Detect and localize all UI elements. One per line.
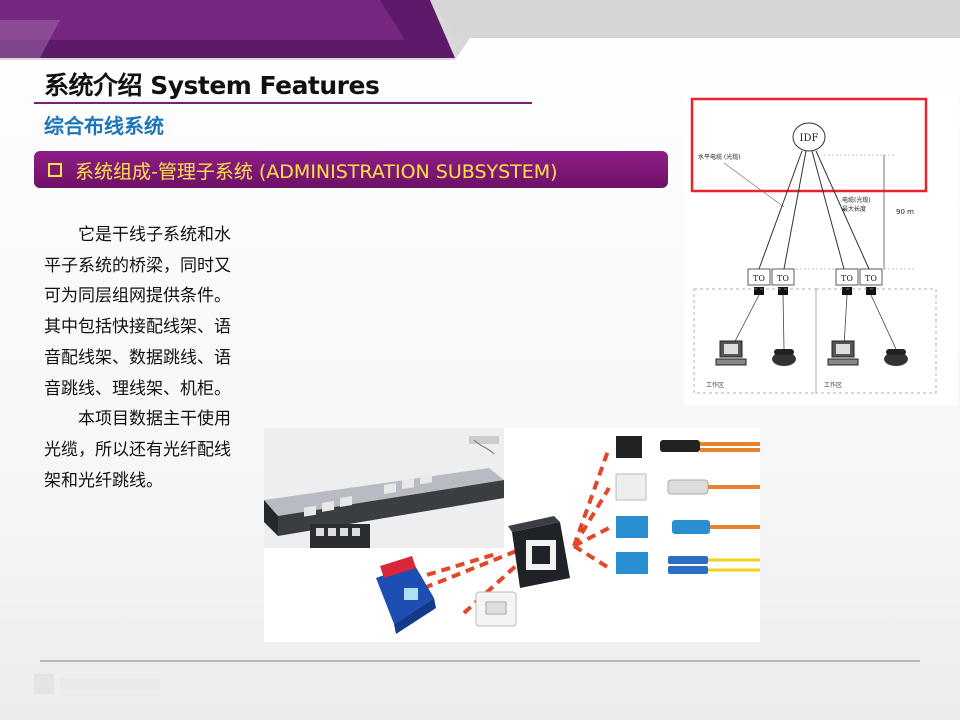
footer-logo bbox=[34, 674, 160, 694]
fiber-module-image bbox=[508, 516, 570, 588]
horizontal-cable-label: 水平电缆 (光缆) bbox=[698, 153, 741, 161]
work-area-label: 工作区 bbox=[824, 381, 842, 389]
computer-icon bbox=[827, 340, 859, 366]
outlet-label: TO bbox=[777, 274, 789, 283]
diagram-highlight-frame bbox=[690, 97, 928, 193]
outlet-label: TO bbox=[865, 274, 877, 283]
body-text: 它是干线子系统和水平子系统的桥梁，同时又可为同层组网提供条件。其中包括快接配线架… bbox=[44, 220, 244, 496]
page-title: 系统介绍 System Features bbox=[44, 71, 380, 100]
work-area-label: 工作区 bbox=[706, 381, 724, 389]
outlet-label: TO bbox=[841, 274, 853, 283]
body-paragraph-1: 它是干线子系统和水平子系统的桥梁，同时又可为同层组网提供条件。其中包括快接配线架… bbox=[44, 225, 231, 399]
title-divider bbox=[34, 102, 532, 104]
max-length-label-2: 最大长度 bbox=[842, 205, 866, 213]
body-paragraph-2: 本项目数据主干使用光缆，所以还有光纤配线架和光纤跳线。 bbox=[44, 409, 231, 491]
page-subtitle: 综合布线系统 bbox=[44, 114, 164, 138]
footer-divider bbox=[40, 660, 920, 662]
work-area-frame bbox=[693, 288, 817, 394]
computer-icon bbox=[715, 340, 747, 366]
keystone-jack-image bbox=[376, 556, 436, 634]
distance-label: 90 m bbox=[896, 208, 914, 216]
max-length-label-1: 电缆(光缆) bbox=[842, 196, 871, 204]
section-heading: 系统组成-管理子系统 (ADMINISTRATION SUBSYSTEM) bbox=[75, 161, 558, 183]
cabling-diagram: IDF 90 m 电缆(光缆) 最大长度 水平电缆 (光缆) TO TO TO … bbox=[684, 97, 958, 405]
hardware-photo bbox=[264, 428, 760, 642]
outlet-box bbox=[747, 268, 771, 286]
connection-lines bbox=[383, 447, 611, 615]
telephone-icon bbox=[772, 349, 796, 366]
fiber-connector-images bbox=[615, 436, 760, 574]
outlet-box bbox=[771, 268, 795, 286]
outlet-box bbox=[859, 268, 883, 286]
section-heading-bar: 系统组成-管理子系统 (ADMINISTRATION SUBSYSTEM) bbox=[34, 151, 668, 188]
telephone-icon bbox=[884, 349, 908, 366]
bullet-square-icon bbox=[48, 163, 62, 177]
faceplate-image bbox=[475, 591, 517, 627]
work-area-frame bbox=[815, 288, 937, 394]
outlet-box bbox=[835, 268, 859, 286]
idf-node bbox=[792, 122, 826, 152]
outlet-label: TO bbox=[753, 274, 765, 283]
patch-panel-image bbox=[264, 436, 504, 548]
top-banner bbox=[0, 0, 960, 60]
idf-label: IDF bbox=[800, 133, 819, 144]
